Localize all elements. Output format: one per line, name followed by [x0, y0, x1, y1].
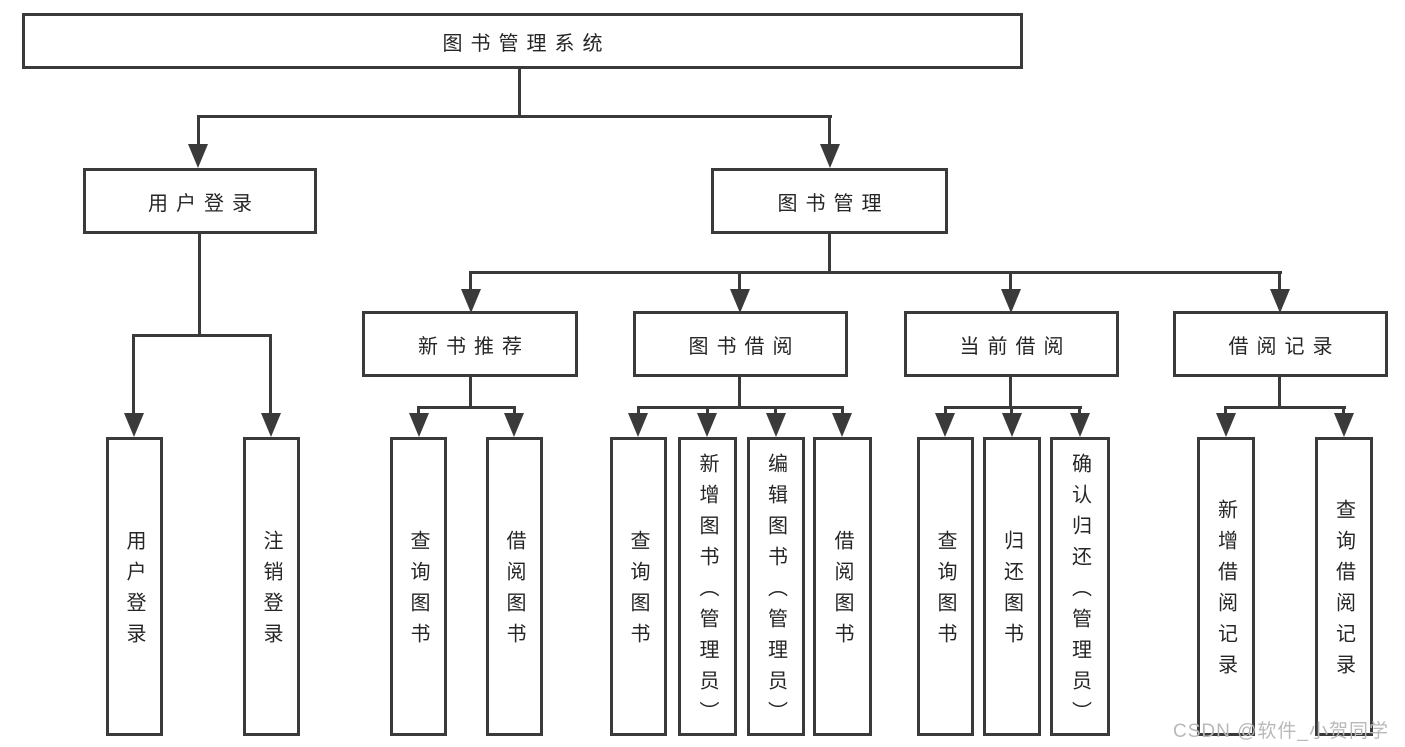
- node-label: 查询图书: [627, 530, 649, 654]
- connector-current-borrow-branch: [944, 406, 1082, 409]
- leaf-query-books-recommend: 查询图书: [390, 437, 447, 736]
- node-label: 用户登录: [148, 192, 260, 215]
- connector-stem-leaf: [637, 406, 640, 416]
- connector-stem-leaf: [417, 406, 420, 416]
- connector-stem-borrow-records: [1278, 271, 1281, 295]
- node-label: 借阅图书: [503, 530, 525, 654]
- arrowhead: [188, 144, 208, 168]
- connector-borrow-records-trunk: [1278, 376, 1281, 409]
- connector-stem-leaf: [1010, 406, 1013, 416]
- connector-level1-branch: [197, 115, 832, 118]
- connector-user-login-trunk: [198, 232, 201, 337]
- connector-stem-leaf: [706, 406, 709, 416]
- connector-book-borrow-branch: [637, 406, 844, 409]
- arrowhead: [730, 289, 750, 313]
- connector-stem-leaf: [1224, 406, 1227, 416]
- leaf-borrow-books-recommend: 借阅图书: [486, 437, 543, 736]
- arrowhead: [461, 289, 481, 313]
- node-current-borrow: 当前借阅: [904, 311, 1119, 377]
- node-borrow-records: 借阅记录: [1173, 311, 1388, 377]
- node-root: 图书管理系统: [22, 13, 1023, 69]
- node-label: 当前借阅: [959, 335, 1072, 358]
- arrowhead: [935, 413, 955, 437]
- connector-level2-branch: [469, 271, 1282, 274]
- node-label: 图书管理系统: [442, 32, 611, 55]
- node-label: 新增借阅记录: [1214, 499, 1237, 685]
- connector-borrow-records-branch: [1224, 406, 1346, 409]
- arrowhead: [1001, 289, 1021, 313]
- connector-stem-book-management: [828, 115, 831, 148]
- arrowhead: [504, 413, 524, 437]
- arrowhead: [832, 413, 852, 437]
- connector-stem-leaf: [944, 406, 947, 416]
- connector-stem-leaf: [513, 406, 516, 416]
- connector-stem-leaf: [841, 406, 844, 416]
- connector-root-trunk: [518, 68, 521, 118]
- arrowhead: [766, 413, 786, 437]
- arrowhead: [261, 413, 281, 437]
- leaf-user-login: 用户登录: [106, 437, 163, 736]
- leaf-return-book: 归还图书: [983, 437, 1041, 736]
- leaf-borrow-books: 借阅图书: [813, 437, 872, 736]
- connector-stem-current-borrow: [1009, 271, 1012, 295]
- node-label: 借阅图书: [831, 530, 853, 654]
- node-label: 编辑图书（管理员）: [764, 452, 787, 732]
- leaf-query-borrow-record: 查询借阅记录: [1315, 437, 1373, 736]
- arrowhead: [124, 413, 144, 437]
- node-label: 图书借阅: [688, 335, 801, 358]
- node-label: 归还图书: [1000, 530, 1023, 654]
- connector-stem-leaf: [1078, 406, 1081, 416]
- arrowhead: [820, 144, 840, 168]
- node-label: 注销登录: [260, 530, 282, 654]
- connector-stem-leaf: [774, 406, 777, 416]
- arrowhead: [1334, 413, 1354, 437]
- connector-current-borrow-trunk: [1009, 376, 1012, 409]
- connector-stem-book-borrow: [738, 271, 741, 295]
- arrowhead: [1002, 413, 1022, 437]
- node-book-borrow: 图书借阅: [633, 311, 848, 377]
- leaf-confirm-return-admin: 确认归还（管理员）: [1050, 437, 1110, 736]
- node-user-login: 用户登录: [83, 168, 317, 234]
- arrowhead: [1270, 289, 1290, 313]
- arrowhead: [697, 413, 717, 437]
- watermark: CSDN @软件_小贺同学: [1173, 721, 1389, 742]
- leaf-add-book-admin: 新增图书（管理员）: [678, 437, 737, 736]
- node-label: 查询借阅记录: [1332, 499, 1355, 685]
- arrowhead: [1070, 413, 1090, 437]
- arrowhead: [628, 413, 648, 437]
- connector-book-borrow-trunk: [738, 376, 741, 409]
- connector-new-book-trunk: [469, 376, 472, 409]
- node-label: 新书推荐: [418, 335, 530, 358]
- node-label: 查询图书: [934, 530, 956, 654]
- leaf-query-books-borrow: 查询图书: [610, 437, 667, 736]
- node-label: 用户登录: [123, 530, 145, 654]
- node-label: 借阅记录: [1228, 335, 1341, 358]
- node-new-book-recommend: 新书推荐: [362, 311, 578, 377]
- connector-stem-user-login: [197, 115, 200, 148]
- leaf-query-books-current: 查询图书: [917, 437, 974, 736]
- arrowhead: [409, 413, 429, 437]
- node-label: 查询图书: [407, 530, 429, 654]
- connector-stem-leaf-user-login: [132, 334, 135, 415]
- leaf-logout: 注销登录: [243, 437, 300, 736]
- node-label: 图书管理: [777, 192, 890, 215]
- connector-book-management-trunk: [828, 232, 831, 274]
- node-label: 新增图书（管理员）: [696, 452, 718, 732]
- connector-stem-new-book: [469, 271, 472, 295]
- leaf-add-borrow-record: 新增借阅记录: [1197, 437, 1255, 736]
- connector-stem-leaf: [1342, 406, 1345, 416]
- leaf-edit-book-admin: 编辑图书（管理员）: [747, 437, 805, 736]
- node-label: 确认归还（管理员）: [1068, 452, 1091, 732]
- connector-stem-leaf-logout: [269, 334, 272, 415]
- node-book-management: 图书管理: [711, 168, 948, 234]
- connector-new-book-branch: [417, 406, 516, 409]
- connector-user-login-branch: [132, 334, 272, 337]
- arrowhead: [1216, 413, 1236, 437]
